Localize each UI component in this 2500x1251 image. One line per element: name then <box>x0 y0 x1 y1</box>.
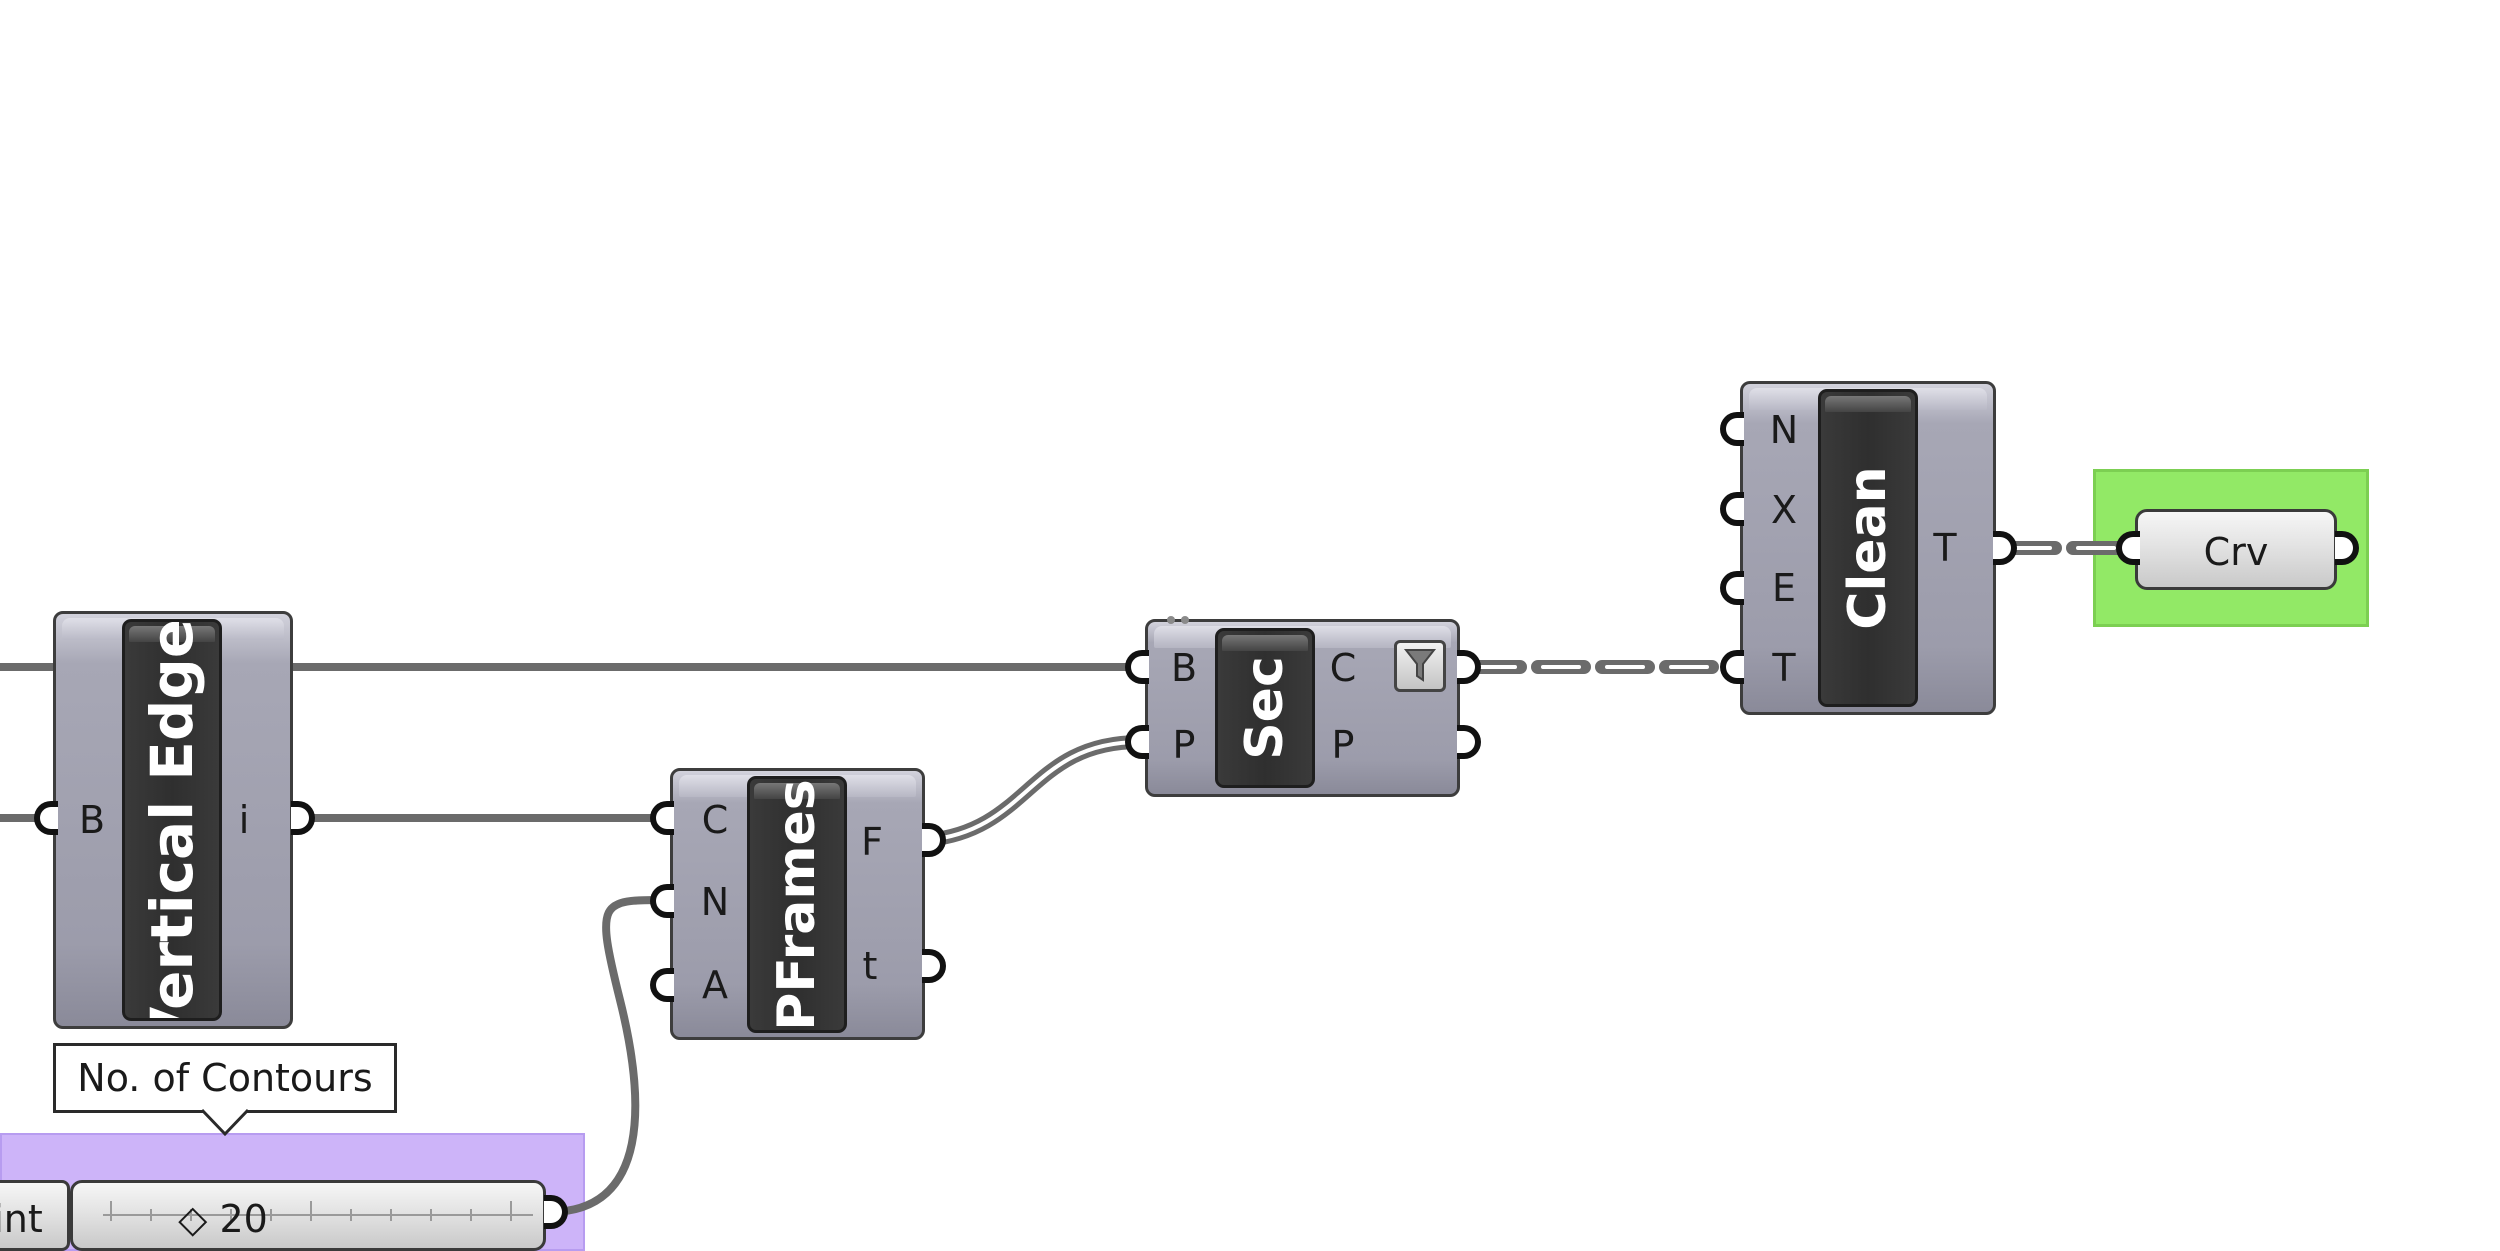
vertical-edge-input-b-grip[interactable] <box>34 801 58 835</box>
slider-ticks <box>103 1201 533 1221</box>
clean-input-n-label: N <box>1769 408 1799 452</box>
vertical-edge-name: Vertical Edge* <box>138 619 206 1021</box>
sec-input-p-grip[interactable] <box>1125 725 1149 759</box>
slider-tooltip: No. of Contours <box>53 1043 397 1113</box>
clean-output-t-label: T <box>1933 526 1957 570</box>
crv-output-grip[interactable] <box>2335 531 2359 565</box>
sec-name: Sec <box>1235 656 1295 760</box>
clean-input-t-label: T <box>1772 646 1796 690</box>
clean-input-n-grip[interactable] <box>1720 412 1744 446</box>
sec-output-c-label: C <box>1329 646 1357 690</box>
crv-param-label: Crv <box>2203 530 2269 574</box>
slider-track[interactable]: ◇ 20 <box>70 1180 546 1251</box>
clean-input-x-label: X <box>1770 488 1798 532</box>
slider-tooltip-text: No. of Contours <box>77 1056 373 1100</box>
vertical-edge-input-b-label: B <box>78 798 106 842</box>
clean-name: Clean <box>1838 466 1898 630</box>
filter-icon[interactable] <box>1394 640 1446 692</box>
pframes-output-f-label: F <box>861 820 883 864</box>
tooltip-pointer <box>200 1108 250 1137</box>
pframes-input-n-grip[interactable] <box>650 884 674 918</box>
clean-input-e-grip[interactable] <box>1720 571 1744 605</box>
pframes-input-c-grip[interactable] <box>650 801 674 835</box>
sec-input-b-grip[interactable] <box>1125 650 1149 684</box>
sec-output-p-label: P <box>1331 723 1355 767</box>
slider-name-capsule[interactable]: int <box>0 1180 70 1251</box>
clean-input-e-label: E <box>1771 566 1797 610</box>
pframes-input-c-label: C <box>701 798 729 842</box>
crv-input-grip[interactable] <box>2116 531 2140 565</box>
wire-slider-to-pframes-n <box>546 896 669 1216</box>
vertical-edge-output-i-label: i <box>238 798 250 842</box>
clean-input-x-grip[interactable] <box>1720 492 1744 526</box>
wire-pframes-to-sec-p <box>921 735 1147 847</box>
slider-name: int <box>0 1197 43 1241</box>
clean-input-t-grip[interactable] <box>1720 650 1744 684</box>
sec-input-b-label: B <box>1170 646 1198 690</box>
vertical-edge-name-band[interactable]: Vertical Edge* <box>122 619 222 1021</box>
clean-name-band[interactable]: Clean <box>1818 389 1918 707</box>
sec-input-p-label: P <box>1172 723 1196 767</box>
pframes-input-a-grip[interactable] <box>650 968 674 1002</box>
crv-param[interactable]: Crv <box>2135 509 2337 590</box>
pframes-input-a-label: A <box>702 963 728 1007</box>
pframes-name-band[interactable]: PFrames <box>747 776 847 1033</box>
slider-value[interactable]: ◇ 20 <box>178 1197 268 1241</box>
pframes-output-t-label: t <box>862 944 878 988</box>
pframes-input-n-label: N <box>700 880 730 924</box>
pframes-name: PFrames <box>767 778 827 1031</box>
sec-name-band[interactable]: Sec <box>1215 628 1315 788</box>
sec-menu-dots <box>1167 616 1189 624</box>
